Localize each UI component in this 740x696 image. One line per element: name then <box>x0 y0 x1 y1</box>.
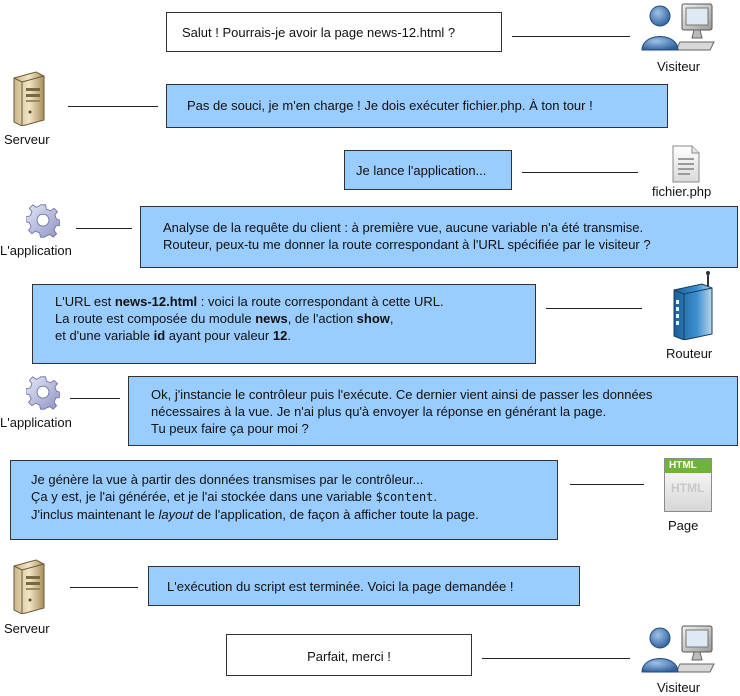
actor-label-file: fichier.php <box>652 184 712 199</box>
message-3-text: Je lance l'application... <box>356 163 487 178</box>
actor-visitor-top: Visiteur <box>638 2 718 76</box>
connector-line-5 <box>546 308 642 309</box>
html-page-icon: HTML HTML <box>664 458 712 512</box>
connector-line-2 <box>68 106 158 107</box>
message-9-text: Parfait, merci ! <box>307 649 391 664</box>
router-icon <box>666 270 716 340</box>
actor-visitor-bottom: Visiteur <box>638 624 718 696</box>
message-2-text: Pas de souci, je m'en charge ! Je dois e… <box>187 98 593 113</box>
actor-label-server-top: Serveur <box>4 132 50 147</box>
actor-application-top: L'application <box>0 204 90 262</box>
message-4: Analyse de la requête du client : à prem… <box>140 206 738 268</box>
actor-label-application-top: L'application <box>0 243 72 258</box>
message-5: L'URL est news-12.html : voici la route … <box>32 284 536 364</box>
connector-line-1 <box>512 36 630 37</box>
message-4-line-2: Routeur, peux-tu me donner la route corr… <box>163 237 651 252</box>
actor-file: fichier.php <box>650 144 730 202</box>
message-5-line-3: et d'une variable id ayant pour valeur 1… <box>55 328 291 343</box>
connector-line-7 <box>570 484 644 485</box>
message-4-line-1: Analyse de la requête du client : à prem… <box>163 220 644 235</box>
message-5-line-1: L'URL est news-12.html : voici la route … <box>55 294 444 309</box>
server-icon <box>10 70 46 126</box>
html-page-ghost: HTML <box>671 481 705 495</box>
message-1-text: Salut ! Pourrais-je avoir la page news-1… <box>182 25 456 40</box>
php-file-icon <box>670 144 702 184</box>
message-9: Parfait, merci ! <box>226 634 472 676</box>
actor-label-server-bottom: Serveur <box>4 621 50 636</box>
connector-line-8 <box>70 587 138 588</box>
message-6-line-3: Tu peux faire ça pour moi ? <box>151 421 309 436</box>
actor-label-application-bottom: L'application <box>0 415 72 430</box>
message-7-line-1: Je génère la vue à partir des données tr… <box>31 472 424 487</box>
actor-label-visitor-bottom: Visiteur <box>657 680 701 695</box>
visitor-icon <box>638 624 718 678</box>
gear-icon <box>26 376 60 410</box>
gear-icon <box>26 204 60 238</box>
message-7-line-3: J'inclus maintenant le layout de l'appli… <box>31 507 479 522</box>
message-5-line-2: La route est composée du module news, de… <box>55 311 394 326</box>
visitor-icon <box>638 2 718 56</box>
message-8-text: L'exécution du script est terminée. Voic… <box>167 579 514 594</box>
connector-line-3 <box>522 172 638 173</box>
actor-label-router: Routeur <box>666 346 713 361</box>
message-2: Pas de souci, je m'en charge ! Je dois e… <box>166 84 668 128</box>
message-1: Salut ! Pourrais-je avoir la page news-1… <box>166 12 502 52</box>
actor-application-bottom: L'application <box>0 376 90 434</box>
actor-label-page: Page <box>668 518 699 533</box>
connector-line-6 <box>70 398 120 399</box>
message-7-line-2: Ça y est, je l'ai générée, et je l'ai st… <box>31 489 438 504</box>
actor-page: HTML HTML Page <box>660 458 720 540</box>
connector-line-9 <box>482 658 630 659</box>
actor-router: Routeur <box>658 270 738 362</box>
message-6-line-2: nécessaires à la vue. Je n'ai plus qu'à … <box>151 404 607 419</box>
html-page-tab: HTML <box>665 459 711 473</box>
connector-line-4 <box>76 228 132 229</box>
message-7: Je génère la vue à partir des données tr… <box>10 460 558 540</box>
message-6-line-1: Ok, j'instancie le contrôleur puis l'exé… <box>151 387 653 402</box>
actor-server-top: Serveur <box>2 70 62 148</box>
message-6: Ok, j'instancie le contrôleur puis l'exé… <box>128 376 738 446</box>
message-8: L'exécution du script est terminée. Voic… <box>148 566 580 606</box>
server-icon <box>10 558 46 614</box>
actor-server-bottom: Serveur <box>2 558 62 638</box>
actor-label-visitor-top: Visiteur <box>657 59 701 74</box>
message-3: Je lance l'application... <box>344 150 512 190</box>
